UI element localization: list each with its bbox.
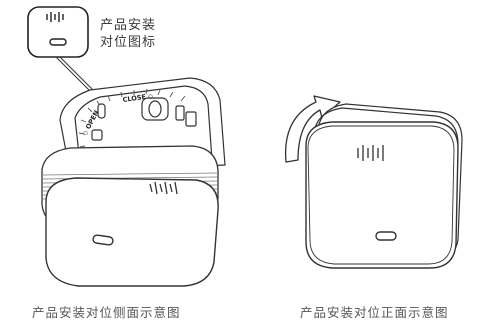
device-logo-icon: [46, 12, 64, 22]
device-logo-icon: [357, 145, 384, 161]
indicator-slot-icon: [92, 234, 114, 246]
indicator-slot-icon: [375, 231, 397, 241]
detector-front-view: [305, 103, 463, 269]
indicator-slot-icon: [49, 38, 67, 46]
callout-label-line1: 产品安装: [100, 18, 157, 33]
callout-badge: [27, 6, 89, 58]
indicator-slot-icon: [97, 103, 106, 119]
callout-label-line2: 对位图标: [100, 35, 157, 50]
close-label: CLOSE ◇: [122, 92, 153, 104]
caption-side-view: 产品安装对位侧面示意图: [32, 305, 181, 320]
detector-side-view: [41, 145, 219, 287]
caption-front-view: 产品安装对位正面示意图: [300, 305, 449, 320]
device-logo-icon: [149, 181, 178, 195]
